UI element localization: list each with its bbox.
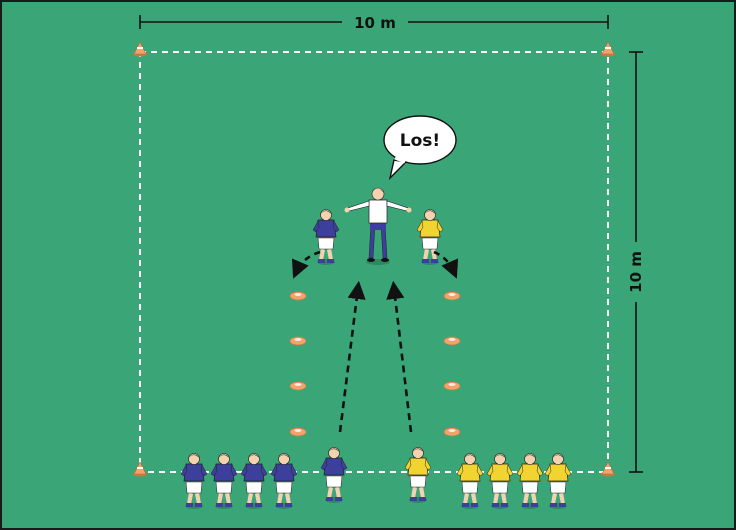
height-label: 10 m: [627, 251, 645, 293]
marker-disc-icon: [444, 292, 460, 300]
marker-disc-icon: [290, 428, 306, 436]
marker-disc-icon: [290, 292, 306, 300]
marker-disc-icon: [290, 337, 306, 345]
marker-disc-icon: [444, 428, 460, 436]
marker-disc-icon: [444, 382, 460, 390]
coach-call-text: Los!: [400, 131, 440, 151]
width-label: 10 m: [354, 14, 396, 32]
marker-disc-icon: [290, 382, 306, 390]
marker-disc-icon: [444, 337, 460, 345]
